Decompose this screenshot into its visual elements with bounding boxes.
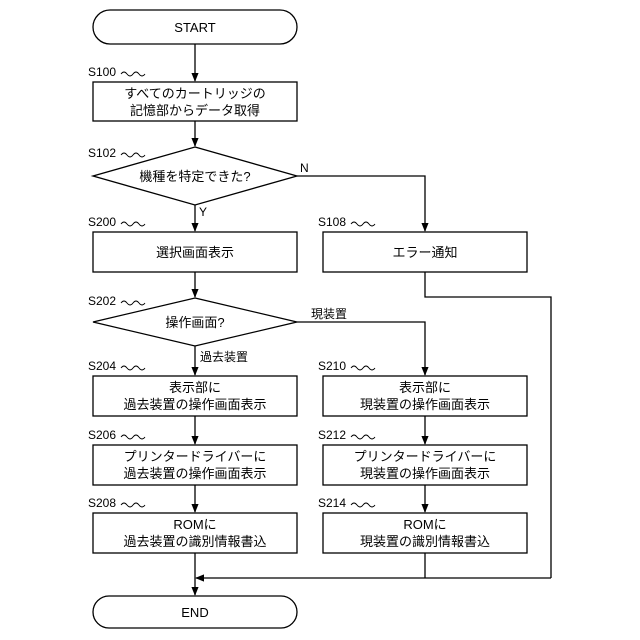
process-text-s100-line2: 記憶部からデータ取得 bbox=[130, 103, 260, 118]
leader-squiggle-s108 bbox=[351, 222, 375, 226]
end-label: END bbox=[181, 605, 208, 620]
step-id-s102: S102 bbox=[88, 146, 116, 160]
step-id-s208: S208 bbox=[88, 496, 116, 510]
decision-text-s202: 操作画面? bbox=[165, 315, 224, 330]
leader-squiggle-s206 bbox=[121, 435, 145, 439]
process-text-s206-line1: プリンタードライバーに bbox=[124, 449, 267, 464]
branch-label-yes: Y bbox=[199, 205, 207, 219]
process-text-s204-line2: 過去装置の操作画面表示 bbox=[123, 397, 266, 412]
step-id-s214: S214 bbox=[318, 496, 346, 510]
leader-squiggle-s208 bbox=[121, 503, 145, 507]
start-label: START bbox=[174, 20, 215, 35]
branch-label-no: N bbox=[300, 161, 309, 175]
leader-squiggle-s100 bbox=[121, 72, 145, 76]
step-id-s204: S204 bbox=[88, 359, 116, 373]
process-text-s108: エラー通知 bbox=[392, 245, 457, 260]
step-id-s212: S212 bbox=[318, 428, 346, 442]
leader-squiggle-s200 bbox=[121, 222, 145, 226]
process-text-s214-line1: ROMに bbox=[403, 517, 446, 532]
process-text-s212-line1: プリンタードライバーに bbox=[354, 449, 497, 464]
process-text-s210-line2: 現装置の操作画面表示 bbox=[360, 397, 490, 412]
process-text-s204-line1: 表示部に bbox=[169, 380, 221, 395]
connector-s102-no-s108 bbox=[297, 176, 425, 231]
step-id-s206: S206 bbox=[88, 428, 116, 442]
process-text-s208-line2: 過去装置の識別情報書込 bbox=[123, 534, 266, 549]
connector-s202-current-s210 bbox=[297, 322, 425, 375]
leader-squiggle-s210 bbox=[351, 366, 375, 370]
branch-label-current-device: 現装置 bbox=[311, 307, 347, 321]
process-text-s212-line2: 現装置の操作画面表示 bbox=[360, 466, 490, 481]
leader-squiggle-s102 bbox=[121, 153, 145, 157]
process-text-s208-line1: ROMに bbox=[173, 517, 216, 532]
leader-squiggle-s202 bbox=[121, 301, 145, 305]
branch-label-past-device: 過去装置 bbox=[200, 350, 248, 364]
step-id-s200: S200 bbox=[88, 215, 116, 229]
leader-squiggle-s204 bbox=[121, 366, 145, 370]
step-id-s100: S100 bbox=[88, 65, 116, 79]
leader-squiggle-s212 bbox=[351, 435, 375, 439]
process-text-s100-line1: すべてのカートリッジの bbox=[124, 86, 266, 101]
leader-squiggle-s214 bbox=[351, 503, 375, 507]
process-text-s214-line2: 現装置の識別情報書込 bbox=[360, 534, 490, 549]
decision-text-s102: 機種を特定できた? bbox=[139, 169, 250, 184]
step-id-s210: S210 bbox=[318, 359, 346, 373]
step-id-s202: S202 bbox=[88, 294, 116, 308]
process-text-s200: 選択画面表示 bbox=[156, 245, 234, 260]
step-id-s108: S108 bbox=[318, 215, 346, 229]
process-text-s206-line2: 過去装置の操作画面表示 bbox=[123, 466, 266, 481]
process-text-s210-line1: 表示部に bbox=[399, 380, 451, 395]
